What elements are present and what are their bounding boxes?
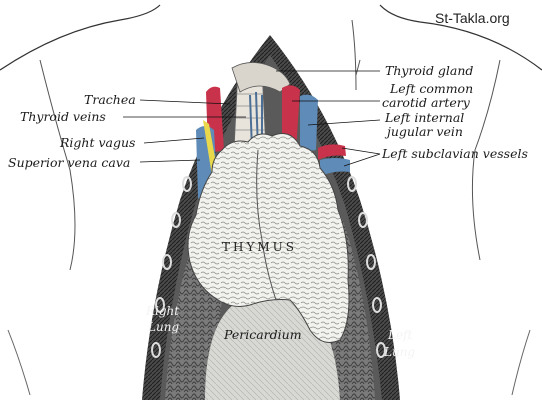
left-jugular-vein — [300, 94, 318, 151]
left-subclavian-vein — [320, 158, 350, 176]
thymus-shape — [187, 133, 350, 343]
label-left-subclavian: Left subclavian vessels — [382, 146, 528, 161]
label-trachea: Trachea — [84, 92, 136, 107]
label-pericardium: Pericardium — [224, 327, 302, 342]
label-right-lung-1: Right — [146, 304, 180, 318]
label-left-common: Left common — [390, 81, 474, 96]
label-left-internal: Left internal — [385, 110, 465, 125]
label-jugular-vein: jugular vein — [387, 124, 463, 139]
label-left-lung-2: Lung — [384, 345, 416, 359]
watermark: St-Takla.org — [435, 10, 510, 26]
label-thymus: THYMUS — [222, 240, 298, 254]
label-carotid-artery: carotid artery — [382, 95, 470, 110]
label-thyroid-gland: Thyroid gland — [385, 63, 474, 78]
label-right-lung-2: Lung — [148, 320, 180, 334]
thyroid-gland-shape — [231, 62, 291, 93]
left-subclavian-artery — [318, 144, 346, 160]
label-superior-vena-cava: Superior vena cava — [8, 155, 131, 170]
label-left-lung-1: Left — [388, 328, 413, 342]
label-right-vagus: Right vagus — [60, 135, 136, 150]
label-thyroid-veins: Thyroid veins — [20, 109, 106, 124]
